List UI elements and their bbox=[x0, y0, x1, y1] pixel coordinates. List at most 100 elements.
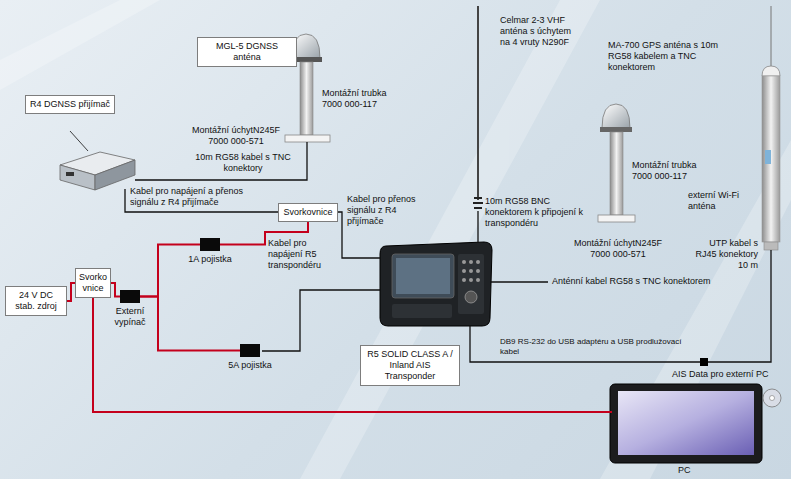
receiver-label-box: R4 DGNSS přijímač bbox=[25, 95, 115, 114]
ais-transponder bbox=[476, 278, 480, 282]
background-streak bbox=[300, 0, 600, 479]
cable-label: DB9 RS-232 do USB adaptéru a USB prodluž… bbox=[500, 337, 690, 357]
cable bbox=[262, 290, 380, 351]
device-label: PC bbox=[678, 465, 708, 476]
pc-monitor bbox=[610, 384, 781, 463]
vhf-antenna bbox=[474, 207, 482, 209]
ais-transponder bbox=[392, 304, 452, 318]
gps-antenna bbox=[598, 215, 635, 222]
dgnss-receiver bbox=[60, 152, 135, 190]
wifi-antenna bbox=[762, 6, 780, 250]
node-text: 1A pojistka bbox=[175, 254, 245, 265]
node-text: 5A pojistka bbox=[215, 360, 285, 371]
antenna-label: Celmar 2-3 VHF anténa s úchytem na 4 vru… bbox=[500, 15, 582, 48]
ais-transponder bbox=[462, 278, 466, 282]
fuse-body bbox=[240, 344, 260, 357]
vhf-antenna bbox=[474, 197, 482, 199]
vhf-antenna bbox=[477, 6, 479, 200]
cable bbox=[70, 131, 88, 151]
wifi-antenna bbox=[765, 150, 771, 164]
usb-adapter bbox=[700, 358, 708, 366]
cable-label: 10m RG58 BNC konektorem k připojení k tr… bbox=[485, 196, 595, 229]
power-wire bbox=[93, 298, 612, 412]
ais-transponder bbox=[392, 254, 454, 298]
cable-label: Anténní kabel RG58 s TNC konektorem bbox=[552, 276, 727, 287]
vhf-antenna bbox=[473, 202, 483, 204]
terminal-block: Svorkovnice bbox=[278, 203, 338, 222]
transponder-label-box: R5 SOLID CLASS A / Inland AIS Transponde… bbox=[360, 345, 460, 386]
power-wire bbox=[111, 283, 120, 297]
dgnss-antenna bbox=[300, 62, 313, 135]
wifi-antenna bbox=[762, 66, 780, 76]
pc-monitor bbox=[610, 384, 762, 463]
cable-label: Kabel pro napájení a přenos signálu z R4… bbox=[130, 186, 270, 208]
ais-transponder bbox=[462, 260, 466, 264]
pc-monitor bbox=[618, 391, 754, 455]
node-text: R5 SOLID CLASS A / Inland AIS Transponde… bbox=[365, 349, 455, 382]
ais-transponder bbox=[476, 260, 480, 264]
cable bbox=[491, 281, 548, 282]
node-text: Externí vypínač bbox=[108, 306, 152, 328]
pc-monitor bbox=[770, 396, 775, 401]
ais-transponder bbox=[476, 269, 480, 273]
wifi-antenna bbox=[764, 242, 778, 250]
fuse: 5A pojistka bbox=[240, 344, 285, 371]
power-wire bbox=[140, 245, 200, 297]
pc-monitor bbox=[763, 389, 781, 407]
tube-label: Montážní trubka 7000 000-117 bbox=[322, 88, 402, 110]
ais-transponder bbox=[462, 269, 466, 273]
power-wire bbox=[140, 297, 240, 351]
cable-label: Kabel pro přenos signálu z R4 přijímače bbox=[347, 194, 421, 227]
ais-transponder bbox=[469, 278, 473, 282]
ais-transponder bbox=[380, 242, 492, 326]
antenna-label: externí Wi-Fi anténa bbox=[688, 190, 754, 212]
dgnss-antenna bbox=[285, 135, 330, 142]
fuse-body bbox=[200, 238, 220, 251]
bracket-label: Montážní úchytN245F 7000 000-571 bbox=[188, 125, 284, 147]
cable bbox=[470, 326, 700, 362]
gps-antenna bbox=[600, 127, 632, 132]
external-switch: Externí vypínač bbox=[120, 290, 152, 328]
cable bbox=[70, 131, 771, 362]
ais-transponder bbox=[469, 260, 473, 264]
gps-antenna bbox=[602, 104, 630, 128]
vhf-antenna bbox=[473, 6, 483, 208]
dgnss-receiver bbox=[60, 165, 95, 190]
fuse: 1A pojistka bbox=[200, 238, 245, 265]
usb-adapter bbox=[700, 358, 708, 366]
dgnss-receiver bbox=[95, 160, 135, 190]
cable-label: 10m RG58 kabel s TNC konektory bbox=[188, 152, 298, 174]
ais-transponder bbox=[458, 254, 484, 314]
ais-transponder bbox=[380, 242, 492, 326]
node-text: Svorkovnice bbox=[283, 207, 333, 218]
tube-label: Montážní trubka 7000 000-117 bbox=[632, 160, 710, 182]
power-wire bbox=[93, 298, 612, 412]
dgnss-receiver bbox=[66, 172, 74, 176]
node-text: 24 V DC stab. zdroj bbox=[10, 290, 62, 312]
cable-label: Kabel pro napájení R5 transpondéru bbox=[268, 238, 338, 271]
ais-transponder bbox=[469, 269, 473, 273]
wifi-antenna bbox=[762, 76, 780, 242]
antenna-label: MA-700 GPS anténa s 10m RG58 kabelem a T… bbox=[608, 40, 720, 73]
ais-transponder bbox=[465, 291, 477, 303]
background-streak bbox=[0, 0, 160, 90]
gps-antenna bbox=[598, 104, 635, 222]
gps-antenna bbox=[610, 132, 623, 215]
data-label: AIS Data pro externí PC bbox=[672, 369, 784, 380]
power-supply-box: 24 V DC stab. zdroj bbox=[5, 286, 67, 316]
node-text: MGL-5 DGNSS anténa bbox=[202, 41, 292, 63]
ais-transponder bbox=[396, 258, 450, 294]
cable bbox=[135, 142, 307, 180]
node-text: R4 DGNSS přijímač bbox=[30, 99, 110, 110]
cable-label: UTP kabel s RJ45 konektory 10 m bbox=[688, 238, 758, 271]
power-wire bbox=[67, 283, 75, 301]
bracket-label: Montážní úchytN245F 7000 000-571 bbox=[570, 238, 666, 260]
terminal-block: Svorko vnice bbox=[75, 268, 111, 298]
antenna-label-box: MGL-5 DGNSS anténa bbox=[197, 37, 297, 67]
node-text: Svorko vnice bbox=[78, 272, 108, 294]
cable bbox=[477, 211, 478, 243]
